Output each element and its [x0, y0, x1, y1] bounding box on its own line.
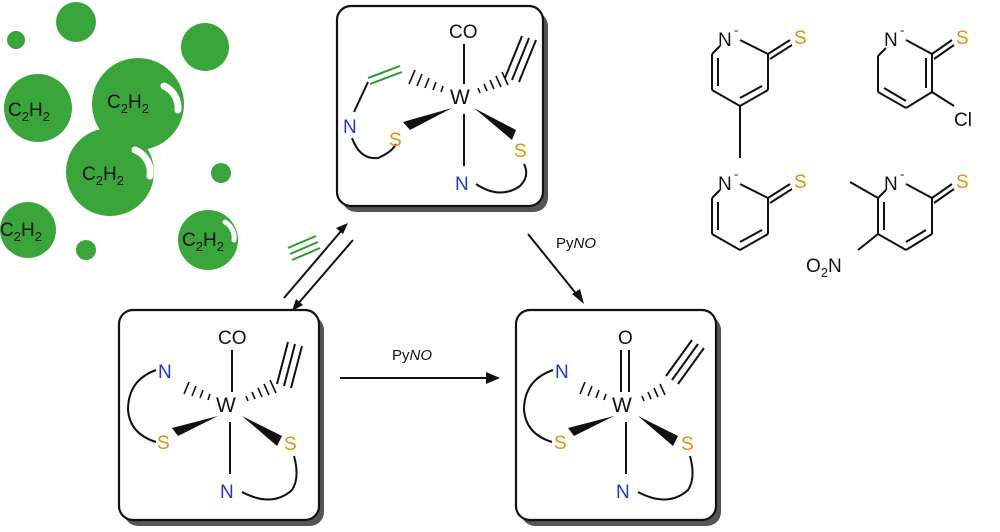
horizontal-arrow: PyNO — [340, 347, 500, 384]
complex-left-box — [117, 308, 321, 522]
bubble — [178, 210, 238, 270]
nitrogen-atom: N — [158, 362, 172, 383]
ligand-sulfur: S — [794, 172, 807, 193]
ligand-sulfur: S — [956, 172, 969, 193]
sulfur-atom: S — [554, 433, 567, 454]
complex-top-box — [335, 4, 545, 208]
sulfur-atom: S — [681, 434, 694, 455]
bubble-highlight — [131, 146, 154, 180]
bubble-formula: C2H2 — [82, 164, 124, 188]
svg-text:-: - — [900, 166, 904, 181]
complex-left: W CO N S S N — [117, 308, 324, 526]
metal-label: W — [612, 394, 632, 417]
bubble — [7, 31, 25, 49]
nitrogen-atom: N — [555, 362, 569, 383]
complex-right: W O N S S N — [514, 308, 721, 526]
nitrogen-atom: N — [455, 174, 469, 195]
acetylene-bubbles: C2H2 C2H2 C2H2 C2H2 C2H2 — [0, 2, 238, 270]
bubble — [4, 74, 72, 142]
sulfur-atom: S — [514, 141, 527, 162]
co-ligand: CO — [218, 328, 247, 349]
nitro-label: O2N — [806, 256, 842, 280]
complex-top: W CO N S S N — [335, 4, 548, 212]
ligand-nitrogen: N — [884, 174, 898, 195]
ligand-nitrogen: N — [718, 30, 732, 51]
bubble — [76, 240, 96, 260]
bubble-highlight — [160, 82, 182, 114]
diagonal-arrow: PyNO — [527, 233, 596, 304]
bubble-formula: C2H2 — [8, 100, 50, 124]
bubble — [56, 2, 96, 42]
metal-label: W — [216, 394, 236, 417]
reagent-label: PyNO — [392, 347, 432, 364]
svg-text:-: - — [734, 22, 738, 37]
svg-text:-: - — [900, 22, 904, 37]
svg-text:-: - — [734, 166, 738, 181]
bubble-formula: C2H2 — [107, 92, 149, 116]
ligand-nitro-pyridinethione: N - S O2N — [806, 166, 969, 280]
ligand-sulfur: S — [956, 28, 969, 49]
bubble — [181, 23, 229, 71]
complex-right-box — [514, 308, 718, 522]
metal-label: W — [450, 86, 470, 109]
bubble-formula: C2H2 — [0, 220, 42, 244]
ligand-bipyridine: N - S N - S — [711, 22, 807, 251]
ligand-sulfur: S — [794, 28, 807, 49]
bubble — [92, 58, 184, 150]
sulfur-atom: S — [284, 434, 297, 455]
nitrogen-atom: N — [616, 482, 630, 503]
nitrogen-atom: N — [220, 482, 234, 503]
sulfur-atom: S — [157, 433, 170, 454]
bubble-highlight — [222, 219, 237, 243]
equilibrium-arrows — [283, 223, 354, 311]
co-ligand: CO — [449, 22, 478, 43]
bubble-formula: C2H2 — [182, 230, 224, 254]
reagent-label: PyNO — [556, 235, 596, 252]
oxo-ligand: O — [618, 328, 633, 349]
bubble — [211, 163, 231, 183]
chloro-label: Cl — [954, 110, 972, 131]
nitrogen-atom: N — [343, 117, 357, 138]
sulfur-atom: S — [389, 130, 402, 151]
ligand-nitrogen: N — [718, 174, 732, 195]
ligand-chloro-pyridinethione: N - S Cl — [877, 22, 972, 131]
bubble — [0, 202, 56, 258]
ligand-nitrogen: N — [884, 30, 898, 51]
